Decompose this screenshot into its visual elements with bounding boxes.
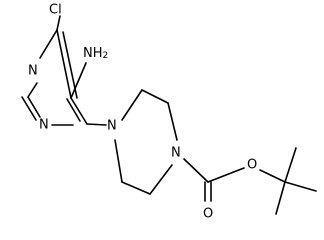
atom-n-piperazine-right: N [171, 146, 181, 161]
bond-c-bottom-left-npip [114, 139, 123, 183]
bond-c-top-right-npip-right [167, 102, 178, 141]
bond-c-quat-methyl-down [275, 181, 286, 215]
bond-carbonyl-c-o-ester [207, 167, 245, 183]
atom-n-pyrimidine-bottom: N [39, 118, 49, 133]
bond-npip-right-c-bottom-right [149, 164, 173, 195]
bond-c2-n3 [21, 96, 37, 121]
atom-n-piperazine-left: N [107, 119, 117, 134]
bond-n1-c2 [27, 82, 38, 98]
bond-npip-c-top-left [121, 89, 143, 121]
atom-n-pyrimidine-top: N [28, 64, 38, 79]
atom-o-ester: O [247, 158, 257, 173]
atom-labels: Cl NH2 N N N N O O [28, 3, 257, 222]
bond-c2-n3-double [27, 96, 41, 118]
bond-c-top-left-c-top-right [141, 89, 169, 104]
bond-npip-right-carbonyl-c [183, 158, 209, 183]
bond-o-ester-c-quat [259, 169, 286, 183]
bond-c5-nh2 [70, 62, 87, 99]
atom-cl: Cl [49, 3, 62, 18]
bond-c5-c6-double [62, 31, 78, 99]
atom-amino-subscript: 2 [103, 51, 109, 61]
atom-o-carbonyl: O [203, 207, 213, 222]
bonds [21, 15, 317, 215]
bond-c4-npip [86, 123, 107, 126]
bond-c-quat-methyl-right [284, 181, 317, 192]
bond-c6-cl [56, 15, 61, 31]
atom-amino-n: NH [83, 46, 103, 61]
bond-c6-n1 [39, 29, 58, 59]
bond-c4-c5-double [66, 98, 81, 122]
bond-c5-c6 [56, 29, 72, 99]
bond-c-bottom-right-c-bottom-left [121, 181, 151, 195]
bond-c-quat-methyl-up [284, 147, 297, 183]
bond-c4-c5 [70, 97, 88, 125]
atom-amino: NH2 [83, 46, 108, 62]
